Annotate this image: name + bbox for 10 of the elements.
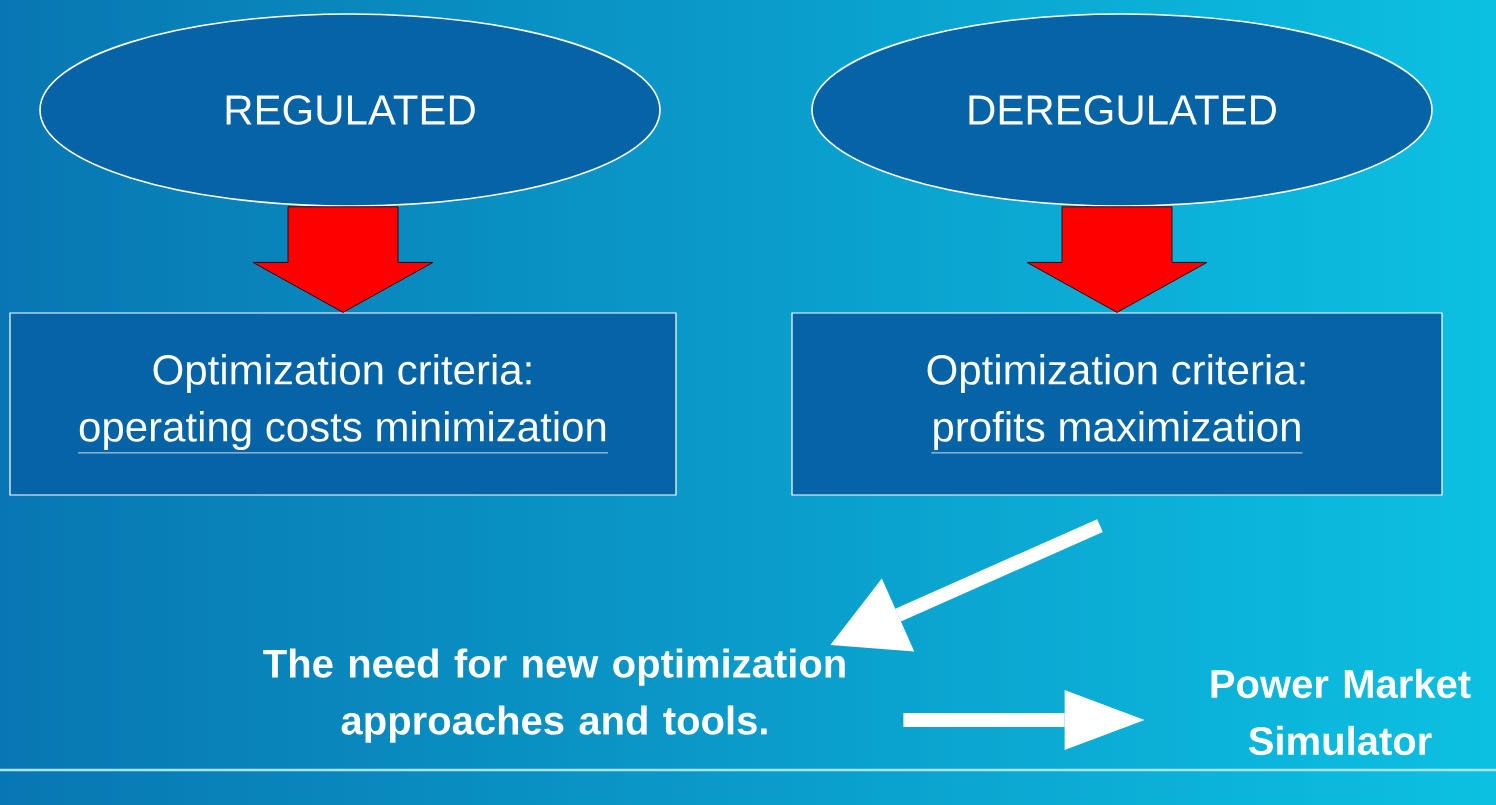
text-box: Optimization criteria: operating costs minimization	[9, 312, 677, 496]
arrow	[830, 519, 1103, 652]
bold-text: Power Market Simulator	[1211, 668, 1471, 756]
block-arrow	[1026, 206, 1208, 313]
arrow	[903, 690, 1145, 750]
ellipse-node: REGULATED	[39, 13, 661, 207]
ellipse-node: DEREGULATED	[811, 13, 1433, 207]
text-box: Optimization criteria: profits maximization	[791, 312, 1443, 496]
bold-text: The need for new optimization approaches and tools.	[263, 648, 845, 743]
block-arrow	[252, 206, 434, 313]
